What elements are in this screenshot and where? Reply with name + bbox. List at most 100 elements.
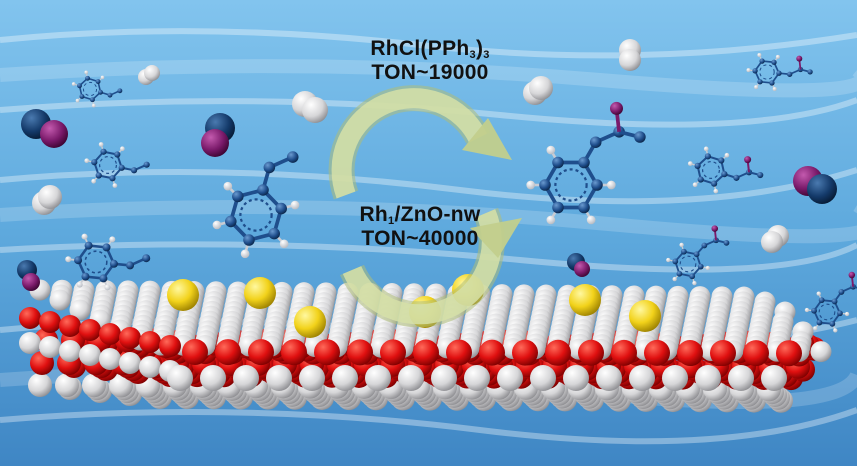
oxygen-atom bbox=[79, 319, 101, 341]
carbon-atom bbox=[701, 242, 708, 249]
catalyst-formula: RhCl(PPh3)3 bbox=[370, 37, 490, 61]
zinc-atom bbox=[119, 352, 141, 374]
hydrogen-atom bbox=[526, 180, 536, 190]
carbon-atom bbox=[89, 97, 95, 103]
hydrogen-atom bbox=[772, 86, 777, 91]
atom bbox=[807, 174, 837, 204]
zinc-atom bbox=[596, 365, 622, 391]
oxygen-atom bbox=[39, 311, 61, 333]
carbon-atom bbox=[771, 59, 777, 65]
zinc-atom bbox=[662, 365, 688, 391]
hydrogen-atom bbox=[120, 146, 125, 152]
hydrogen-molecule bbox=[523, 76, 553, 105]
arrow-head-top bbox=[462, 118, 512, 160]
hydrogen-atom bbox=[746, 68, 751, 73]
oxygen-atom bbox=[545, 339, 571, 366]
product-molecule bbox=[746, 53, 813, 91]
zinc-atom bbox=[39, 336, 61, 358]
zinc-atom bbox=[563, 365, 589, 391]
hydrogen-atom bbox=[223, 181, 233, 191]
carbon-atom bbox=[114, 151, 121, 158]
iodine-atom bbox=[796, 55, 803, 62]
aromatic-ring bbox=[82, 81, 98, 97]
aromatic-ring bbox=[679, 255, 697, 273]
zinc-atom bbox=[28, 373, 52, 397]
carbon-atom bbox=[776, 70, 782, 76]
carbon-atom bbox=[710, 180, 718, 187]
carbon-atom bbox=[286, 151, 299, 163]
zinc-atom bbox=[59, 340, 81, 362]
carbon-atom bbox=[107, 92, 113, 98]
carbon-atom bbox=[225, 215, 237, 228]
carbon-atom bbox=[591, 179, 603, 191]
hydrogen-atom bbox=[100, 75, 105, 80]
carbon-atom bbox=[693, 251, 700, 258]
catalyst-formula: Rh1/ZnO-nw bbox=[359, 203, 481, 227]
hydrogen-atom bbox=[240, 249, 250, 259]
zinc-atom bbox=[728, 365, 754, 391]
carbon-atom bbox=[757, 171, 764, 179]
carbon-atom bbox=[589, 136, 602, 148]
rhodium-atom bbox=[167, 279, 199, 311]
zinc-atom bbox=[99, 348, 121, 370]
hydrogen-atom bbox=[816, 291, 821, 296]
carbon-atom bbox=[757, 79, 763, 85]
carbon-atom bbox=[95, 79, 101, 84]
oxygen-atom bbox=[182, 339, 208, 365]
carbon-atom bbox=[275, 202, 287, 215]
carbon-atom bbox=[232, 190, 244, 203]
carbon-atom bbox=[77, 83, 82, 89]
hydrogen-atom bbox=[546, 145, 556, 155]
zinc-atom bbox=[200, 365, 226, 391]
styrene-molecule bbox=[65, 233, 151, 291]
hydrogen-atom bbox=[104, 284, 111, 291]
product-molecule bbox=[526, 101, 646, 225]
atom bbox=[201, 129, 229, 157]
zinc-atom bbox=[629, 365, 655, 391]
hydrogen-atom bbox=[290, 200, 300, 210]
oxygen-atom bbox=[119, 327, 141, 349]
hydrogen-atom bbox=[84, 158, 90, 164]
carbon-atom bbox=[263, 161, 276, 174]
hydrogen-atom bbox=[546, 215, 556, 225]
carbon-atom bbox=[109, 259, 118, 268]
zinc-atom bbox=[810, 341, 832, 363]
hydrogen-atom bbox=[109, 236, 116, 243]
carbon-atom bbox=[539, 179, 551, 191]
carbon-atom bbox=[721, 171, 728, 178]
product-molecule bbox=[666, 225, 730, 286]
hydrogen-molecule bbox=[619, 39, 641, 71]
arrow-head-bottom bbox=[470, 218, 522, 258]
hydrogen-atom bbox=[813, 326, 818, 331]
product-molecule bbox=[687, 146, 764, 194]
styrene-molecule bbox=[71, 70, 123, 108]
zinc-atom bbox=[398, 365, 424, 391]
carbon-atom bbox=[243, 234, 255, 246]
hydrogen-atom bbox=[692, 182, 698, 188]
oxygen-atom bbox=[644, 339, 670, 366]
hydrogen-atom bbox=[754, 85, 759, 90]
atom bbox=[574, 261, 590, 277]
carbon-atom bbox=[142, 254, 151, 263]
oxygen-atom bbox=[314, 339, 340, 366]
hydrogen-atom bbox=[75, 98, 80, 103]
hydrogen-atom bbox=[833, 328, 838, 333]
zinc-atom bbox=[695, 365, 721, 391]
carbon-atom bbox=[100, 148, 107, 155]
carbon-atom bbox=[723, 240, 730, 246]
hydrogen-atom bbox=[76, 281, 83, 288]
hydrogen-molecule bbox=[138, 65, 160, 85]
carbon-monoxide-molecule bbox=[17, 260, 40, 291]
carbon-atom bbox=[85, 75, 91, 81]
oxygen-atom bbox=[413, 339, 439, 366]
turnover-number: TON~19000 bbox=[371, 60, 489, 84]
hydrogen-atom bbox=[112, 183, 118, 188]
carbon-atom bbox=[829, 320, 836, 327]
carbon-atom bbox=[79, 94, 85, 99]
hydrogen-atom bbox=[98, 142, 104, 147]
carbon-atom bbox=[759, 58, 765, 64]
zinc-atom bbox=[365, 365, 391, 391]
oxygen-atom bbox=[611, 339, 637, 366]
hydrogen-atom bbox=[84, 70, 89, 75]
carbon-atom bbox=[102, 243, 111, 252]
